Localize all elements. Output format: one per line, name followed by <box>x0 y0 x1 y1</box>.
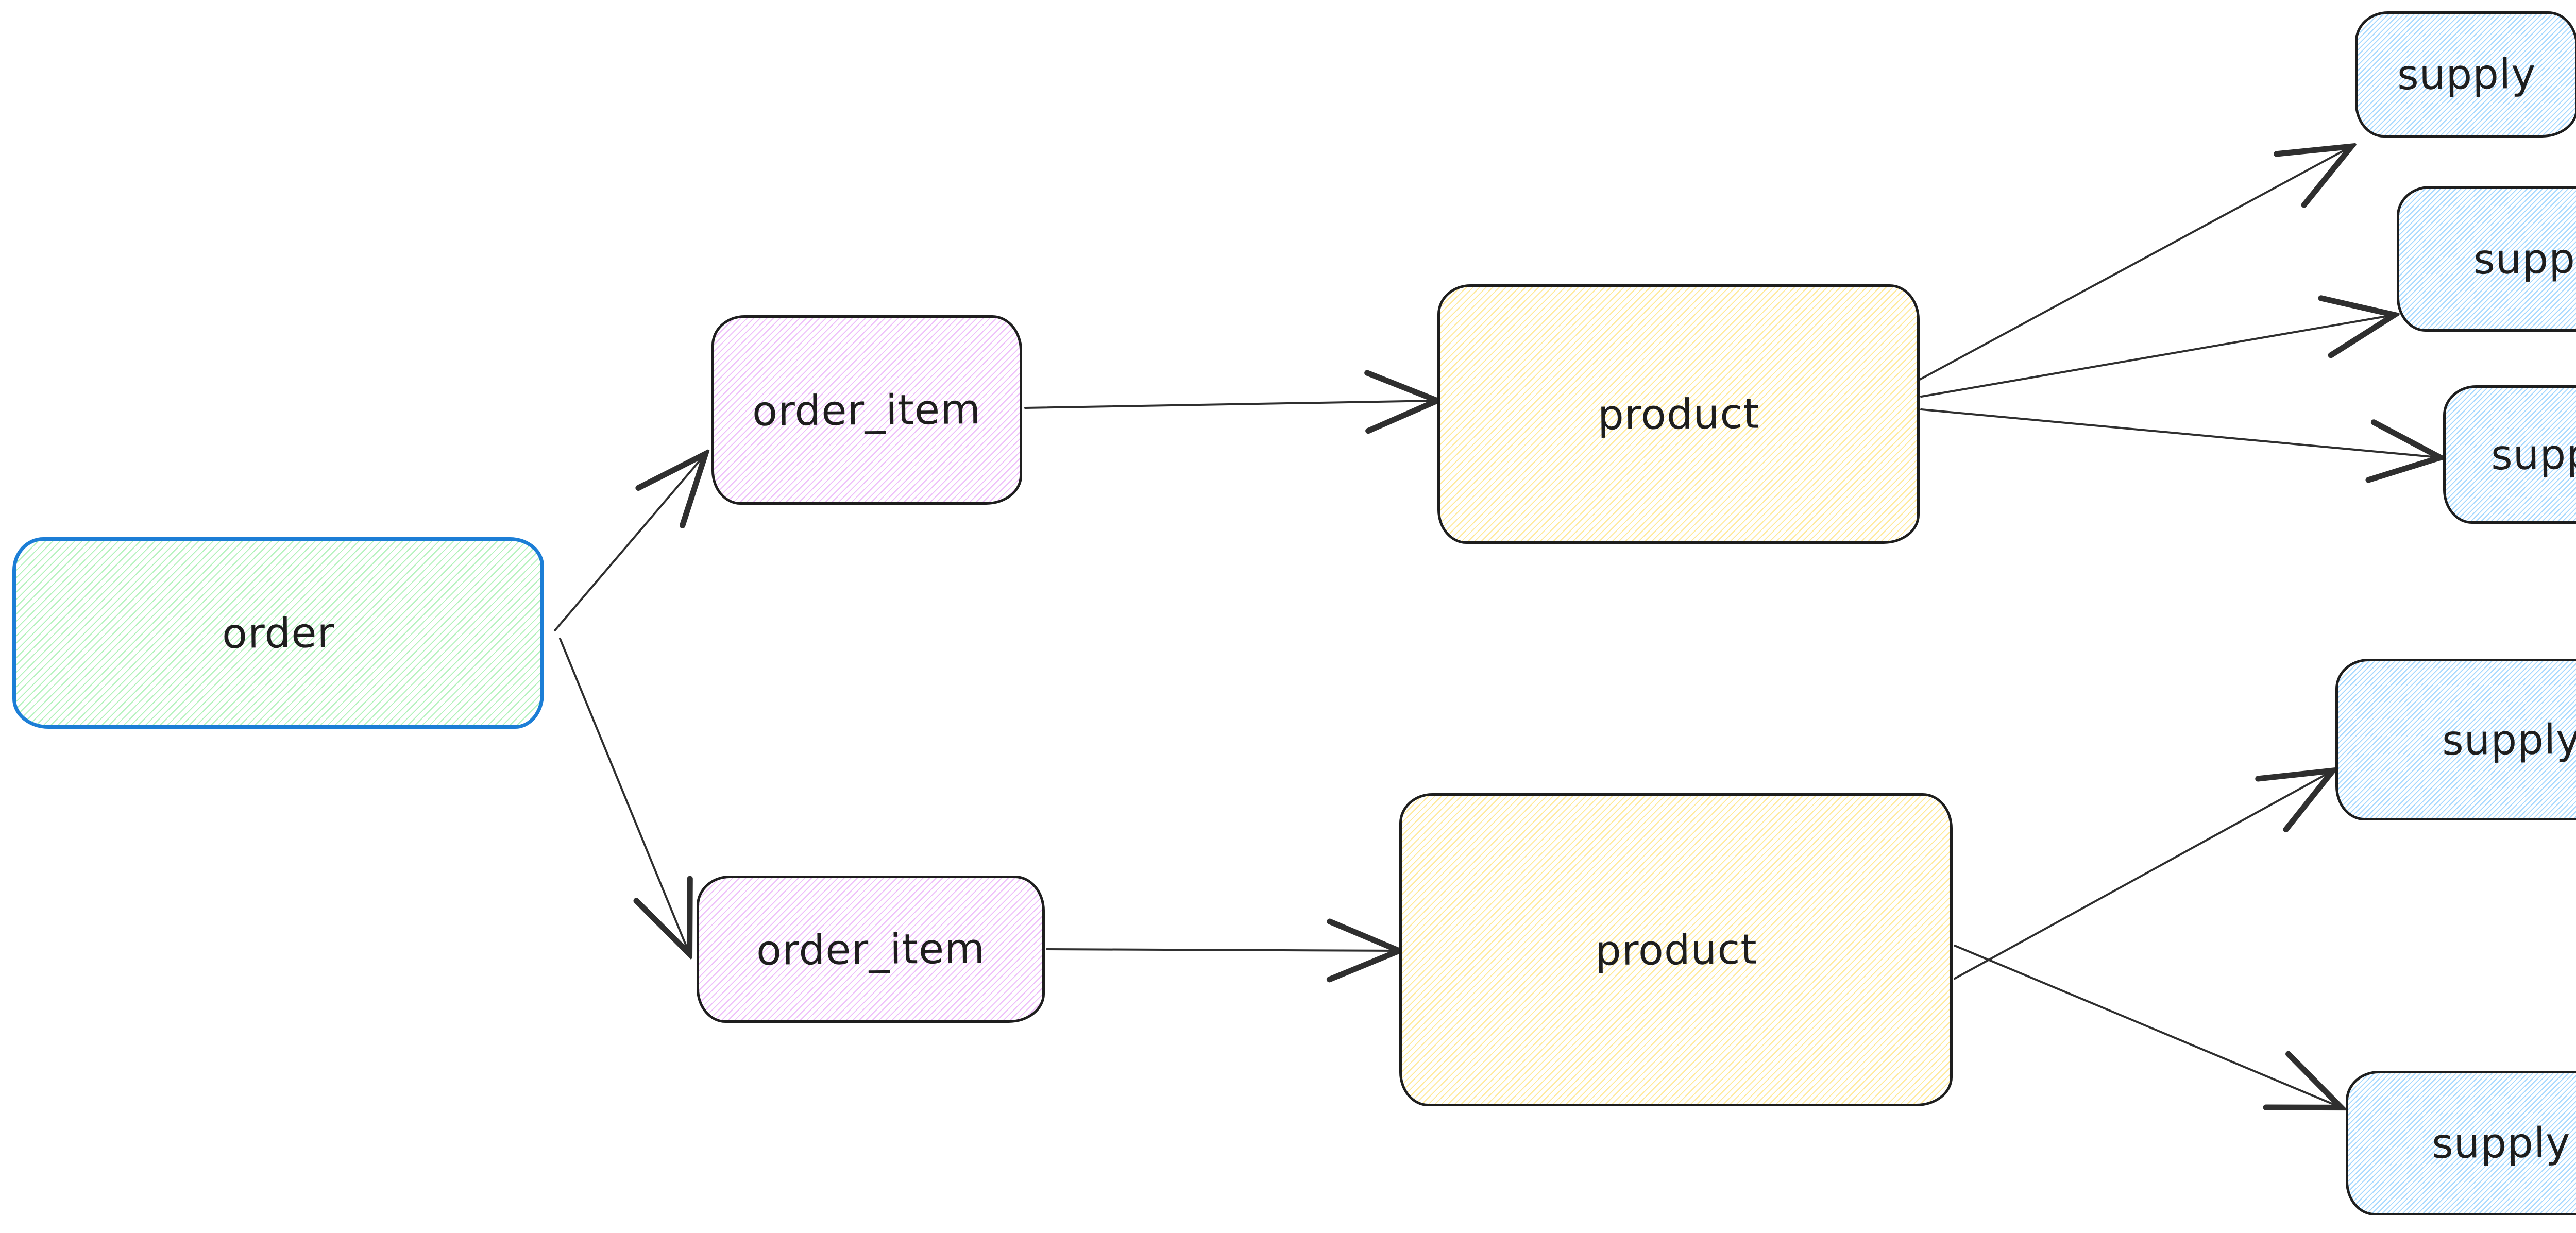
arrow-order-item-1-to-product-1 <box>1024 401 1435 408</box>
node-product-2-label: product <box>1595 925 1757 974</box>
node-order-label: order <box>222 608 335 658</box>
node-supply-3-label: supply <box>2490 430 2576 480</box>
arrow-product-1-to-supply-1 <box>1919 147 2350 381</box>
arrow-product-1-to-supply-2 <box>1920 315 2393 398</box>
node-product-1: product <box>1437 284 1920 544</box>
node-supply-5-label: supply <box>2431 1118 2571 1168</box>
node-supply-1: supply <box>2355 11 2576 138</box>
arrow-product-1-to-supply-3 <box>1920 408 2438 457</box>
arrow-product-2-to-supply-5 <box>1954 945 2340 1107</box>
node-supply-1-label: supply <box>2397 49 2536 99</box>
node-order: order <box>12 537 544 729</box>
node-supply-4-label: supply <box>2442 715 2576 764</box>
arrow-order-to-order-item-1 <box>554 455 704 631</box>
arrow-order-to-order-item-2 <box>559 638 689 952</box>
node-order-item-2-label: order_item <box>756 924 986 974</box>
node-order-item-1-label: order_item <box>752 385 981 435</box>
node-supply-3: supply <box>2443 385 2576 524</box>
node-supply-2-label: supply <box>2473 234 2576 284</box>
node-supply-2: supply <box>2397 186 2576 332</box>
node-product-1-label: product <box>1597 389 1760 439</box>
arrow-product-2-to-supply-4 <box>1954 772 2331 980</box>
node-order-item-1: order_item <box>711 315 1022 505</box>
arrow-order-item-2-to-product-2 <box>1046 949 1397 951</box>
node-supply-5: supply <box>2346 1071 2576 1215</box>
node-product-2: product <box>1399 793 1953 1106</box>
node-order-item-2: order_item <box>697 876 1045 1023</box>
node-supply-4: supply <box>2335 659 2576 820</box>
